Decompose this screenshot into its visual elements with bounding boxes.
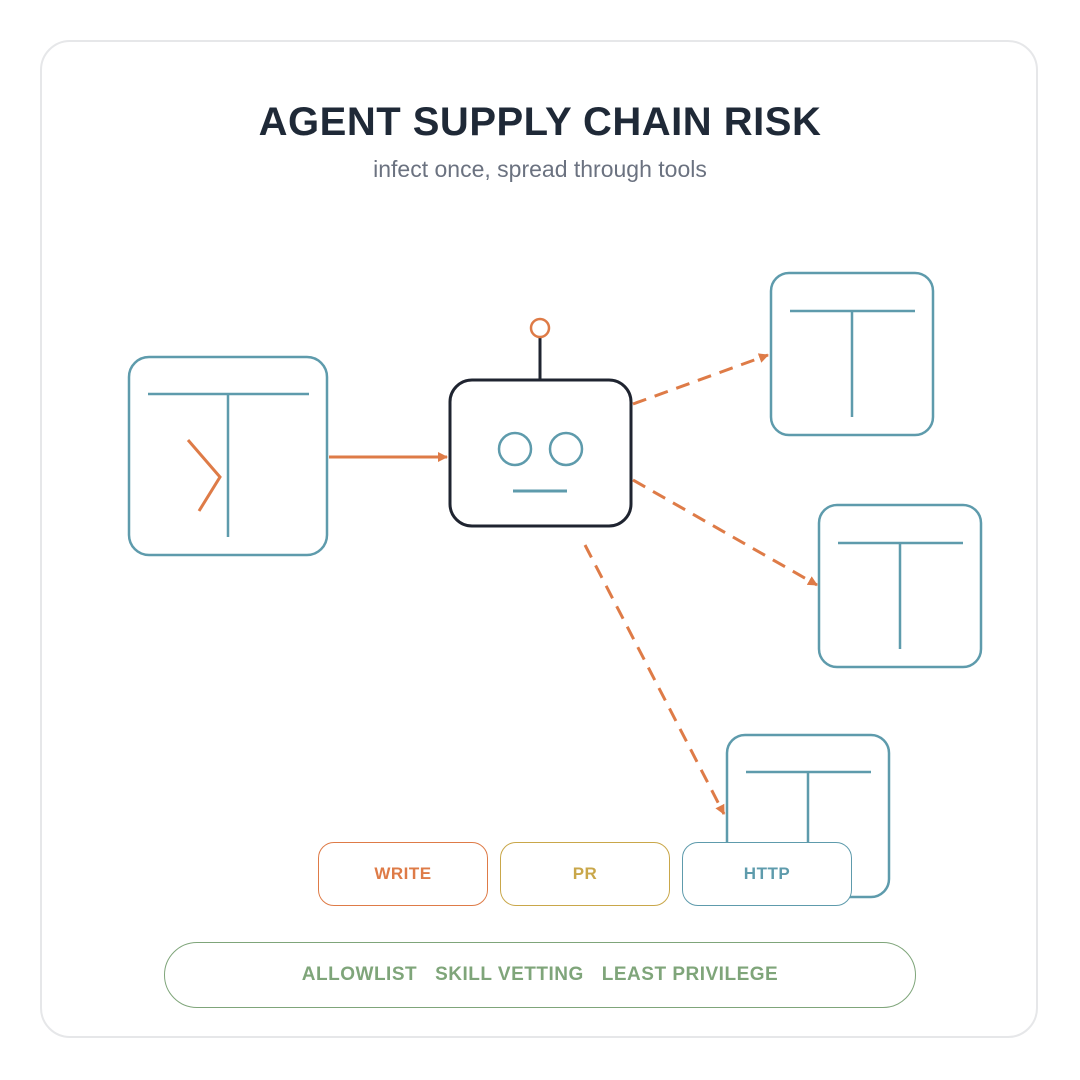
- capability-write-pill: WRITE: [318, 842, 488, 906]
- defense-least-privilege: LEAST PRIVILEGE: [601, 964, 779, 985]
- defense-skill-vetting: SKILL VETTING: [435, 964, 584, 985]
- defense-bar: ALLOWLIST SKILL VETTING LEAST PRIVILEGE: [164, 942, 916, 1008]
- tool-window-icon: [769, 271, 935, 437]
- defense-allowlist: ALLOWLIST: [301, 964, 418, 985]
- spread-arrow: [583, 544, 726, 815]
- page-title: AGENT SUPPLY CHAIN RISK: [258, 100, 822, 144]
- page-subtitle: infect once, spread through tools: [373, 156, 707, 182]
- spread-arrow: [632, 353, 769, 406]
- capability-http-pill: HTTP: [682, 842, 852, 906]
- tool-window-icon: [817, 503, 983, 669]
- capability-pr-pill: PR: [500, 842, 670, 906]
- robot-agent-icon: [448, 317, 633, 528]
- terminal-window-icon: [127, 355, 329, 557]
- spread-arrow: [632, 478, 818, 587]
